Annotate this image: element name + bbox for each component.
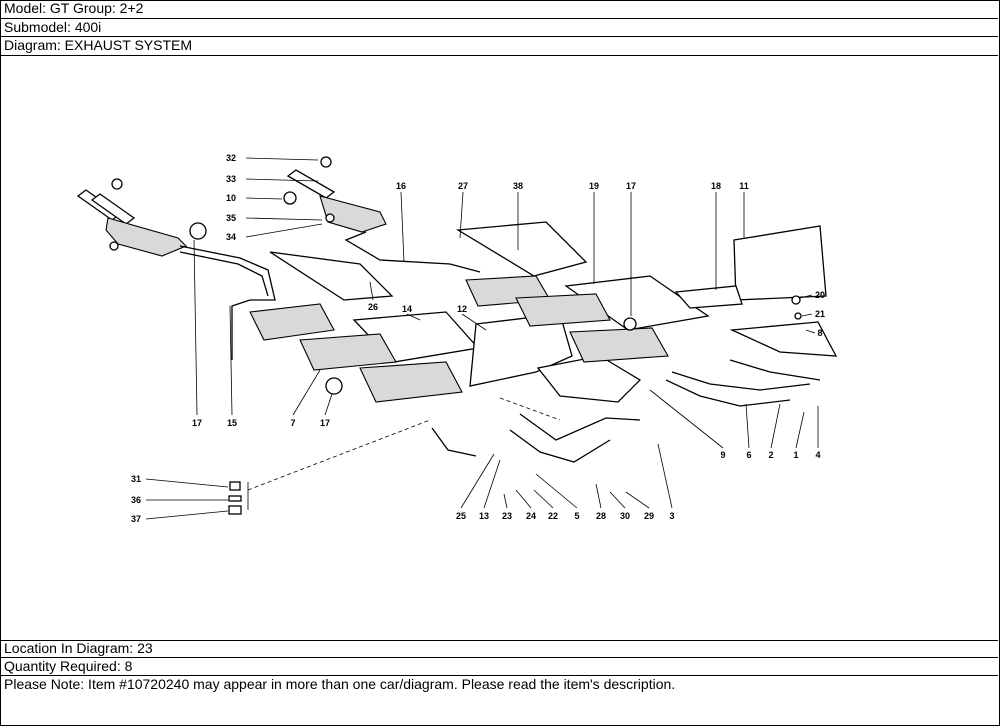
callout-13: 13 (479, 511, 489, 521)
callout-31: 31 (131, 474, 141, 484)
callout-6: 6 (746, 450, 751, 460)
callout-25: 25 (456, 511, 466, 521)
callout-5: 5 (574, 511, 579, 521)
callout-7: 7 (290, 418, 295, 428)
model-row: Model: GT Group: 2+2 (0, 0, 998, 19)
callout-4: 4 (815, 450, 820, 460)
callout-32: 32 (226, 153, 236, 163)
callout-20: 20 (815, 290, 825, 300)
exhaust-system-diagram: 32 33 10 35 34 16 27 38 19 17 18 11 20 2… (0, 56, 998, 641)
callout-36: 36 (131, 495, 141, 505)
submodel-row: Submodel: 400i (0, 19, 998, 37)
callout-23: 23 (502, 511, 512, 521)
callout-10: 10 (226, 193, 236, 203)
callout-17c: 17 (320, 418, 330, 428)
callout-2: 2 (768, 450, 773, 460)
diagram-title-row: Diagram: EXHAUST SYSTEM (0, 37, 998, 56)
quantity-row: Quantity Required: 8 (0, 658, 998, 676)
callout-28: 28 (596, 511, 606, 521)
callout-19: 19 (589, 181, 599, 191)
callout-22: 22 (548, 511, 558, 521)
callout-9: 9 (720, 450, 725, 460)
callout-11: 11 (739, 181, 749, 191)
callout-17b: 17 (192, 418, 202, 428)
leader-lines (145, 157, 819, 520)
hardware (109, 213, 802, 515)
note-row: Please Note: Item #10720240 may appear i… (4, 676, 676, 692)
callout-34: 34 (226, 232, 236, 242)
callout-26: 26 (368, 302, 378, 312)
callout-15: 15 (227, 418, 237, 428)
location-row: Location In Diagram: 23 (0, 640, 998, 658)
callout-17a: 17 (626, 181, 636, 191)
callout-33: 33 (226, 174, 236, 184)
callout-27: 27 (458, 181, 468, 191)
callout-30: 30 (620, 511, 630, 521)
callout-37: 37 (131, 514, 141, 524)
callout-14: 14 (402, 304, 412, 314)
callout-8: 8 (817, 328, 822, 338)
callout-21: 21 (815, 309, 825, 319)
callout-16: 16 (396, 181, 406, 191)
callout-1: 1 (793, 450, 798, 460)
callout-18: 18 (711, 181, 721, 191)
callout-labels: 32 33 10 35 34 16 27 38 19 17 18 11 20 2… (131, 153, 825, 524)
callout-38: 38 (513, 181, 523, 191)
callout-35: 35 (226, 213, 236, 223)
callout-24: 24 (526, 511, 536, 521)
callout-3: 3 (669, 511, 674, 521)
callout-12: 12 (457, 304, 467, 314)
diagram-drawing (76, 156, 838, 491)
callout-29: 29 (644, 511, 654, 521)
